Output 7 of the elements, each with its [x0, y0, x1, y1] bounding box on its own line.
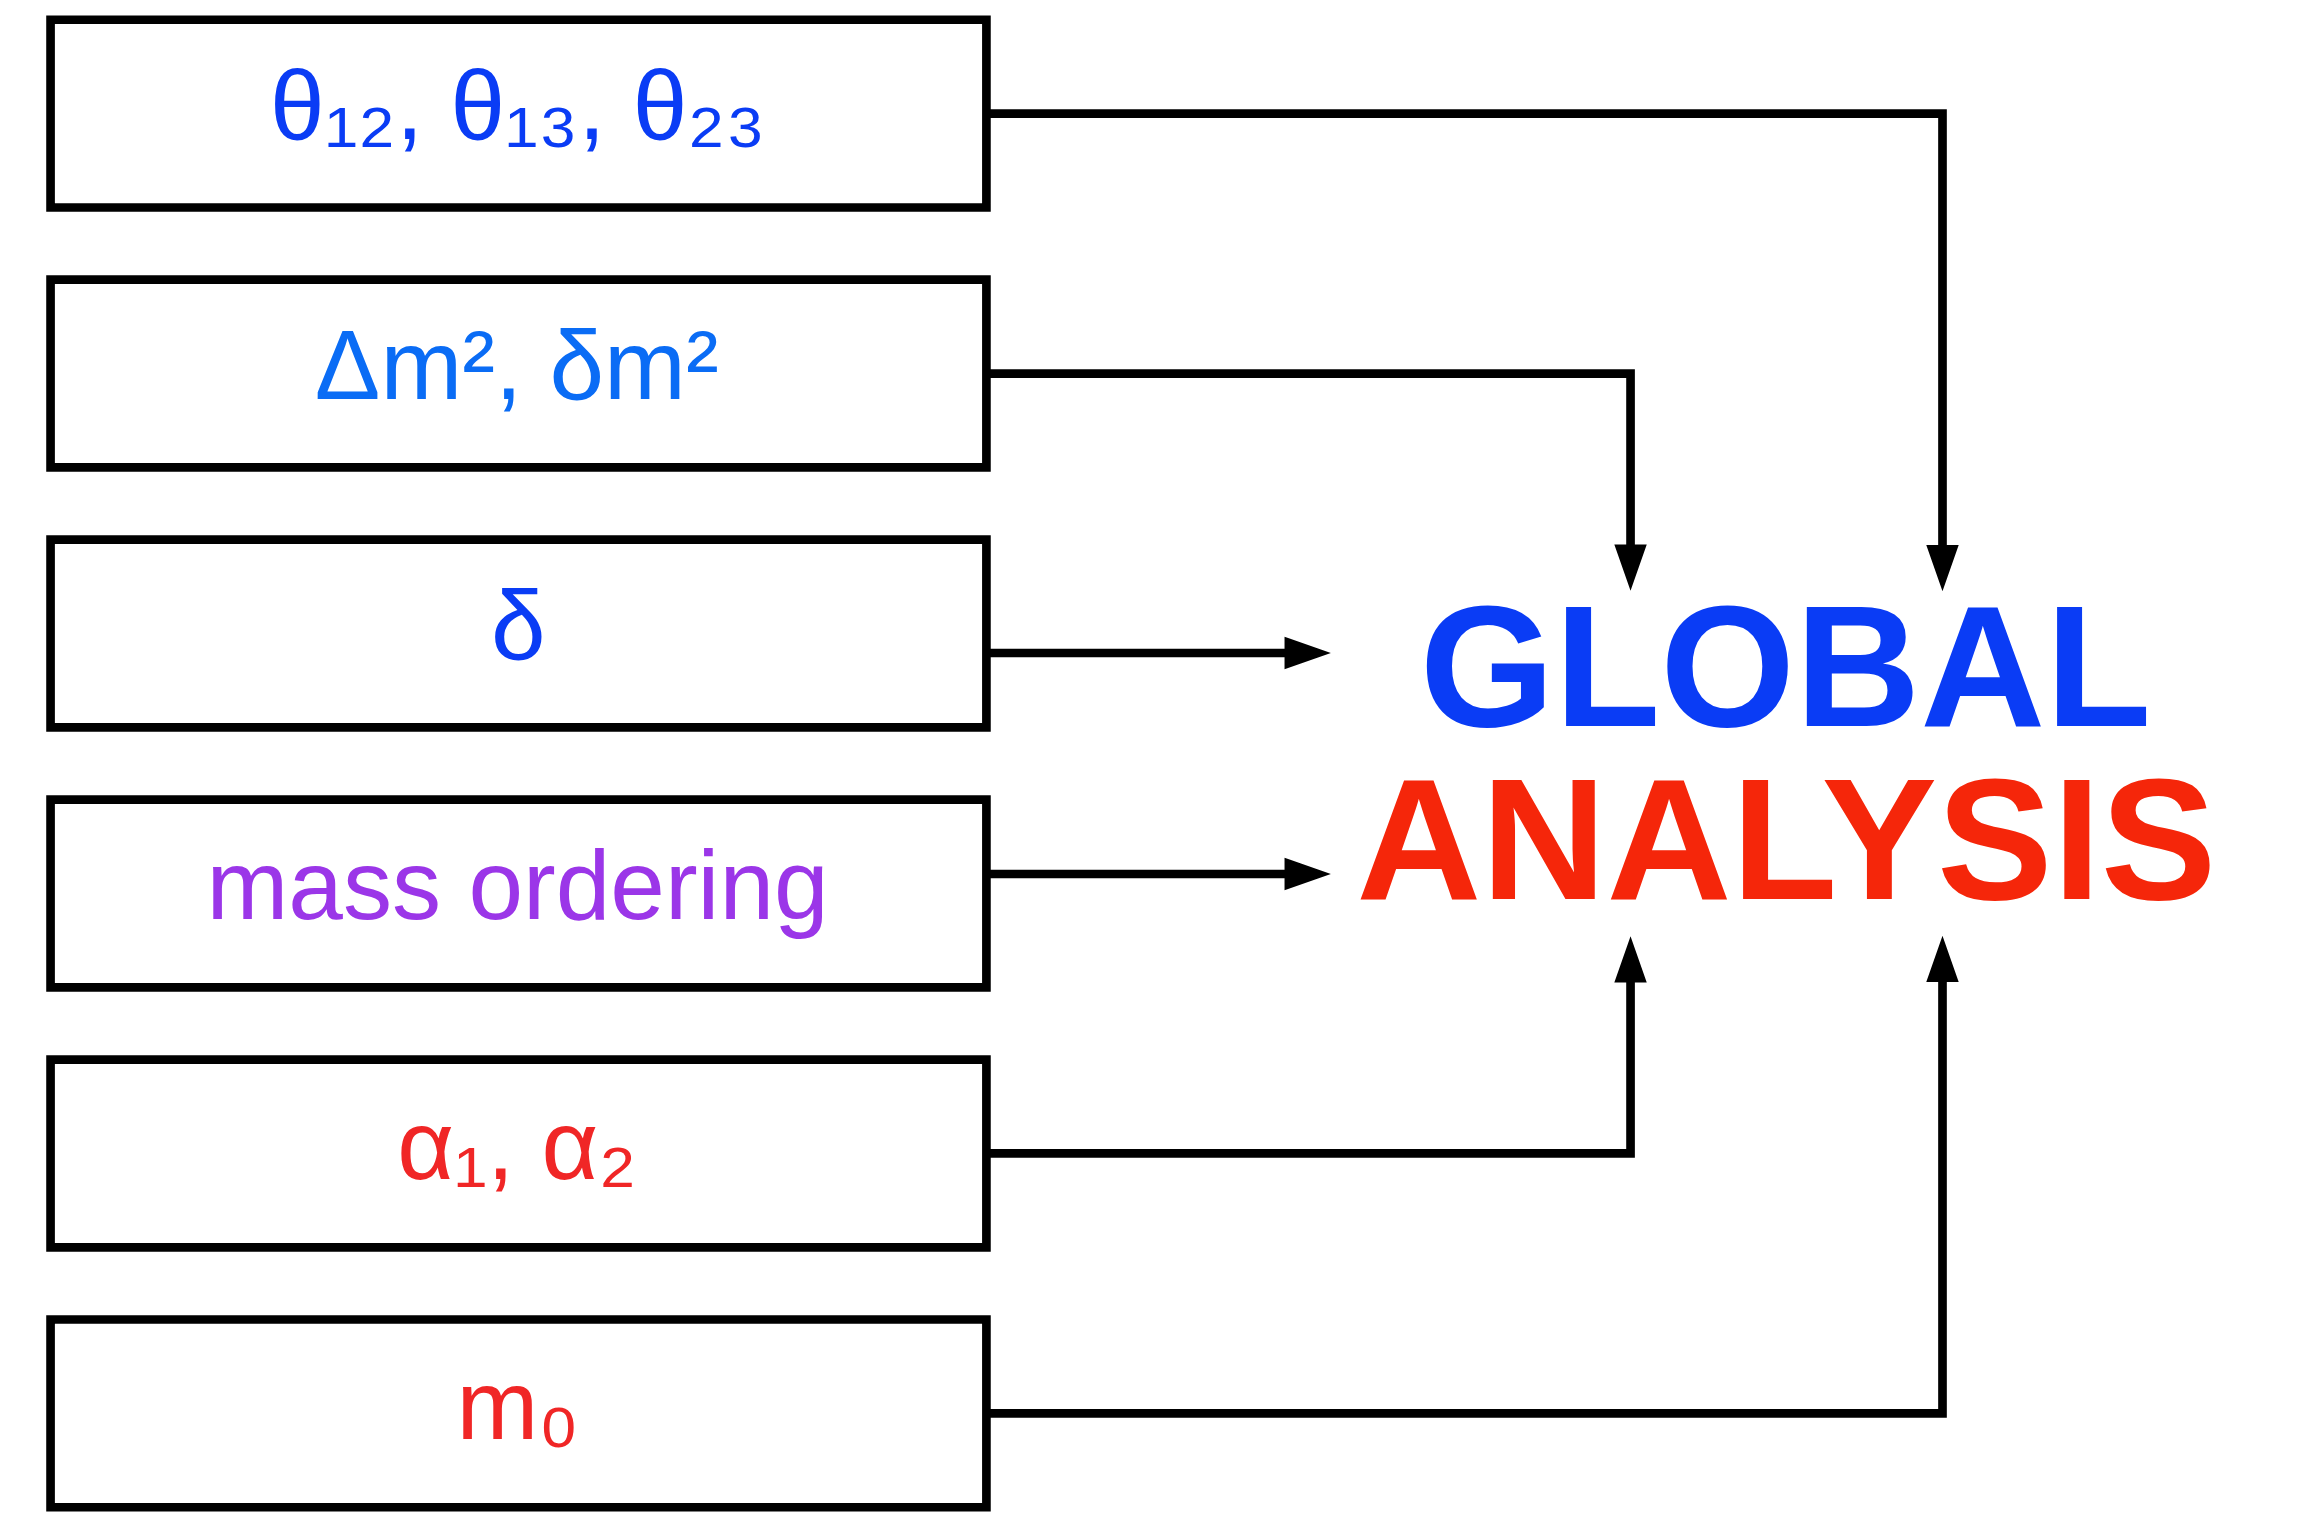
node-text: GLOBAL ANALYSIS: [1355, 568, 2216, 937]
node-box: θ₁₂, θ₁₃, θ₂₃: [45, 15, 991, 212]
node-box: Δm², δm²: [45, 275, 991, 472]
node-box: δ: [45, 535, 991, 732]
node-box: m₀: [45, 1315, 991, 1512]
node-box: mass ordering: [45, 795, 991, 992]
node-box: α₁, α₂: [45, 1055, 991, 1252]
